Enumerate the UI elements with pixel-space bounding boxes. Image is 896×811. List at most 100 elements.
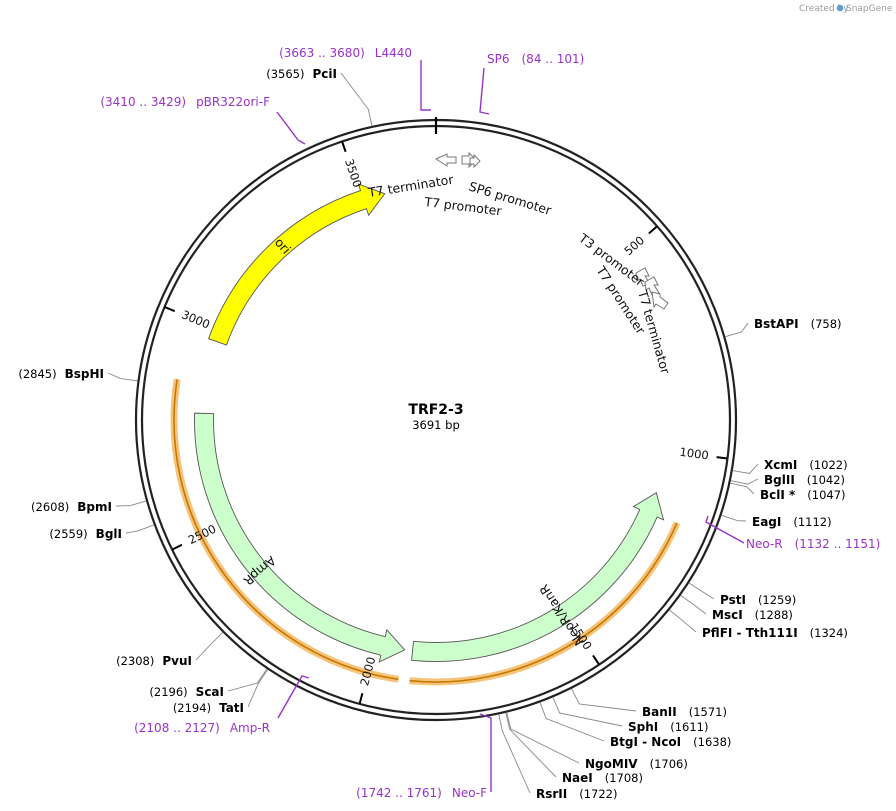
enzyme-position: (2608): [31, 500, 69, 514]
primer-position: (3663 .. 3680): [279, 46, 365, 60]
enzyme-pcii[interactable]: PciI(3565): [266, 67, 373, 126]
enzyme-name: BglII: [764, 473, 795, 487]
feature-ampr-arrow: [194, 412, 406, 663]
primer-neo-f[interactable]: Neo-F(1742 .. 1761): [356, 713, 492, 800]
promoter-cluster-right: [635, 267, 669, 310]
enzyme-name: XcmI: [764, 458, 797, 472]
enzyme-name: PstI: [720, 593, 746, 607]
enzyme-position: (1611): [670, 720, 708, 734]
enzyme-name: NgoMIV: [585, 757, 638, 771]
snapgene-logo-icon: [836, 4, 844, 12]
t7-promoter-icon: [469, 153, 481, 169]
primer-amp-r[interactable]: Amp-R (2108 .. 2127): [134, 675, 310, 735]
primer-marker: [276, 111, 306, 145]
primer-marker: [479, 713, 492, 792]
enzyme-bpmi[interactable]: BpmI (2608): [31, 500, 147, 514]
promoter-cluster-top: [434, 151, 481, 169]
enzyme-bstapi[interactable]: BstAPI(758): [725, 317, 842, 338]
enzyme-position: (1042): [807, 473, 845, 487]
enzyme-name: PciI: [313, 67, 338, 81]
primer-position: (3410 .. 3429): [100, 95, 186, 109]
enzyme-position: (1571): [689, 705, 727, 719]
enzyme-leader-line: [115, 500, 147, 507]
primer-position: (1132 .. 1151): [795, 537, 881, 551]
enzyme-position: (1288): [755, 608, 793, 622]
enzyme-position: (1638): [693, 735, 731, 749]
enzyme-position: (2196): [149, 685, 187, 699]
enzyme-name: NaeI: [562, 771, 593, 785]
enzyme-leader-line: [688, 582, 715, 600]
plasmid-length: 3691 bp: [412, 418, 460, 432]
credit-brand: SnapGene: [846, 4, 893, 14]
enzyme-sphi[interactable]: SphI(1611): [552, 697, 709, 734]
enzyme-naei[interactable]: NaeI (1708): [505, 712, 643, 785]
enzyme-name: BpmI: [77, 500, 112, 514]
primer-highlights: [170, 378, 681, 686]
enzyme-ngomiv[interactable]: NgoMIV(1706): [506, 712, 688, 771]
enzyme-position: (1112): [793, 515, 831, 529]
tick-mark-3500: [341, 141, 347, 153]
t7-terminator-icon: [434, 153, 457, 167]
enzyme-msci[interactable]: MscI(1288): [680, 594, 793, 622]
tick-mark-2000: [358, 693, 364, 705]
enzyme-btgi-ncoi[interactable]: BtgI - NcoI(1638): [539, 702, 731, 749]
enzyme-name: BstAPI: [754, 317, 799, 331]
enzyme-name: BanII: [642, 705, 677, 719]
enzyme-scai[interactable]: ScaI(2196): [149, 668, 268, 699]
enzyme-eagi[interactable]: EagI (1112): [721, 514, 832, 529]
enzyme-name: PflFI - Tth111I: [702, 626, 798, 640]
enzyme-bcli[interactable]: BclI *(1047): [730, 482, 846, 502]
enzyme-tati[interactable]: TatI (2194): [173, 669, 269, 715]
enzyme-leader-line: [227, 668, 268, 692]
enzyme-position: (1259): [758, 593, 796, 607]
tick-mark-3000: [164, 306, 176, 313]
enzyme-xcmi[interactable]: XcmI(1022): [732, 458, 848, 474]
primer-position: (84 .. 101): [522, 52, 585, 66]
enzyme-leader-line: [125, 524, 155, 534]
enzyme-pvui[interactable]: PvuI(2308): [116, 632, 224, 668]
enzyme-leader-line: [195, 632, 224, 661]
enzyme-rsrii[interactable]: RsrII (1722): [498, 714, 618, 801]
enzyme-leader-line: [721, 514, 747, 522]
enzyme-position: (2308): [116, 654, 154, 668]
tick-label-500: 500: [621, 233, 647, 258]
enzyme-position: (2194): [173, 701, 211, 715]
enzyme-leader-line: [107, 372, 138, 382]
enzyme-leader-line: [725, 322, 749, 338]
enzyme-bglii[interactable]: BglII (1042): [730, 473, 845, 487]
tick-label-3000: 3000: [180, 307, 212, 331]
enzyme-name: TatI: [219, 701, 244, 715]
enzyme-leader-line: [340, 72, 373, 126]
tick-mark-1500: [592, 654, 600, 666]
primer-marker: [420, 60, 431, 111]
primer-sp6[interactable]: SP6 (84 .. 101): [479, 52, 585, 115]
primer-position: (2108 .. 2127): [134, 721, 220, 735]
enzyme-position: (1708): [605, 771, 643, 785]
enzyme-banii[interactable]: BanII (1571): [571, 688, 727, 719]
enzyme-pflfi-tth111i[interactable]: PflFI - Tth111I(1324): [669, 609, 848, 640]
primer-name: L4440: [375, 46, 412, 60]
primer-l4440[interactable]: L4440 (3663 .. 3680): [279, 46, 431, 111]
primers: L4440 (3663 .. 3680) SP6 (84 .. 101) pBR322o…: [100, 46, 880, 800]
plasmid-name: TRF2-3: [408, 402, 463, 418]
enzyme-name: EagI: [752, 515, 781, 529]
enzyme-bsphi[interactable]: BspHI(2845): [18, 367, 138, 382]
primer-marker: [277, 675, 310, 719]
primer-neo-r[interactable]: Neo-R (1132 .. 1151): [705, 515, 881, 551]
primer-name: SP6: [487, 52, 510, 66]
enzyme-leader-line: [571, 688, 637, 712]
enzyme-leader-line: [552, 697, 623, 727]
enzyme-leader-line: [247, 669, 269, 708]
primer-position: (1742 .. 1761): [356, 786, 442, 800]
enzyme-bgli[interactable]: BglI(2559): [49, 524, 155, 541]
primer-name: Amp-R: [230, 721, 270, 735]
enzyme-psti[interactable]: PstI (1259): [688, 582, 796, 607]
enzyme-leader-line: [669, 609, 697, 633]
enzyme-position: (1722): [579, 787, 617, 801]
primer-pbr322ori-f[interactable]: pBR322ori-F(3410 .. 3429): [100, 95, 306, 145]
tick-label-3500: 3500: [342, 157, 365, 189]
primer-name: Neo-R: [746, 537, 783, 551]
enzyme-name: RsrII: [536, 787, 567, 801]
